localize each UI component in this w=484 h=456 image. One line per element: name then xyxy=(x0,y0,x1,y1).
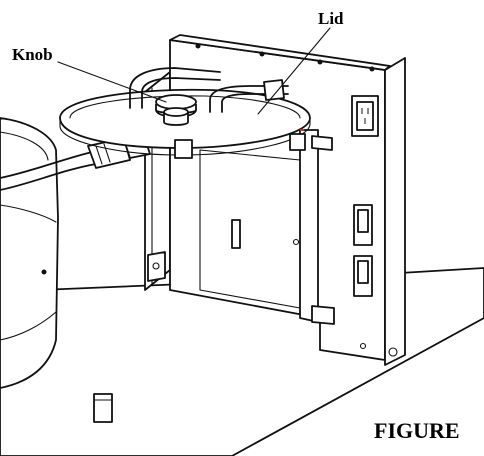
power-inlet xyxy=(351,95,379,137)
lid-label: Lid xyxy=(318,9,344,28)
tubes xyxy=(129,67,289,113)
rocker-switches xyxy=(353,204,373,297)
tank xyxy=(0,117,59,389)
knob-leader-line xyxy=(57,61,167,103)
knob-label: Knob xyxy=(12,45,53,64)
figure-caption: FIGURE xyxy=(374,418,460,443)
knob xyxy=(155,94,197,126)
lid-leader-line xyxy=(257,27,331,115)
